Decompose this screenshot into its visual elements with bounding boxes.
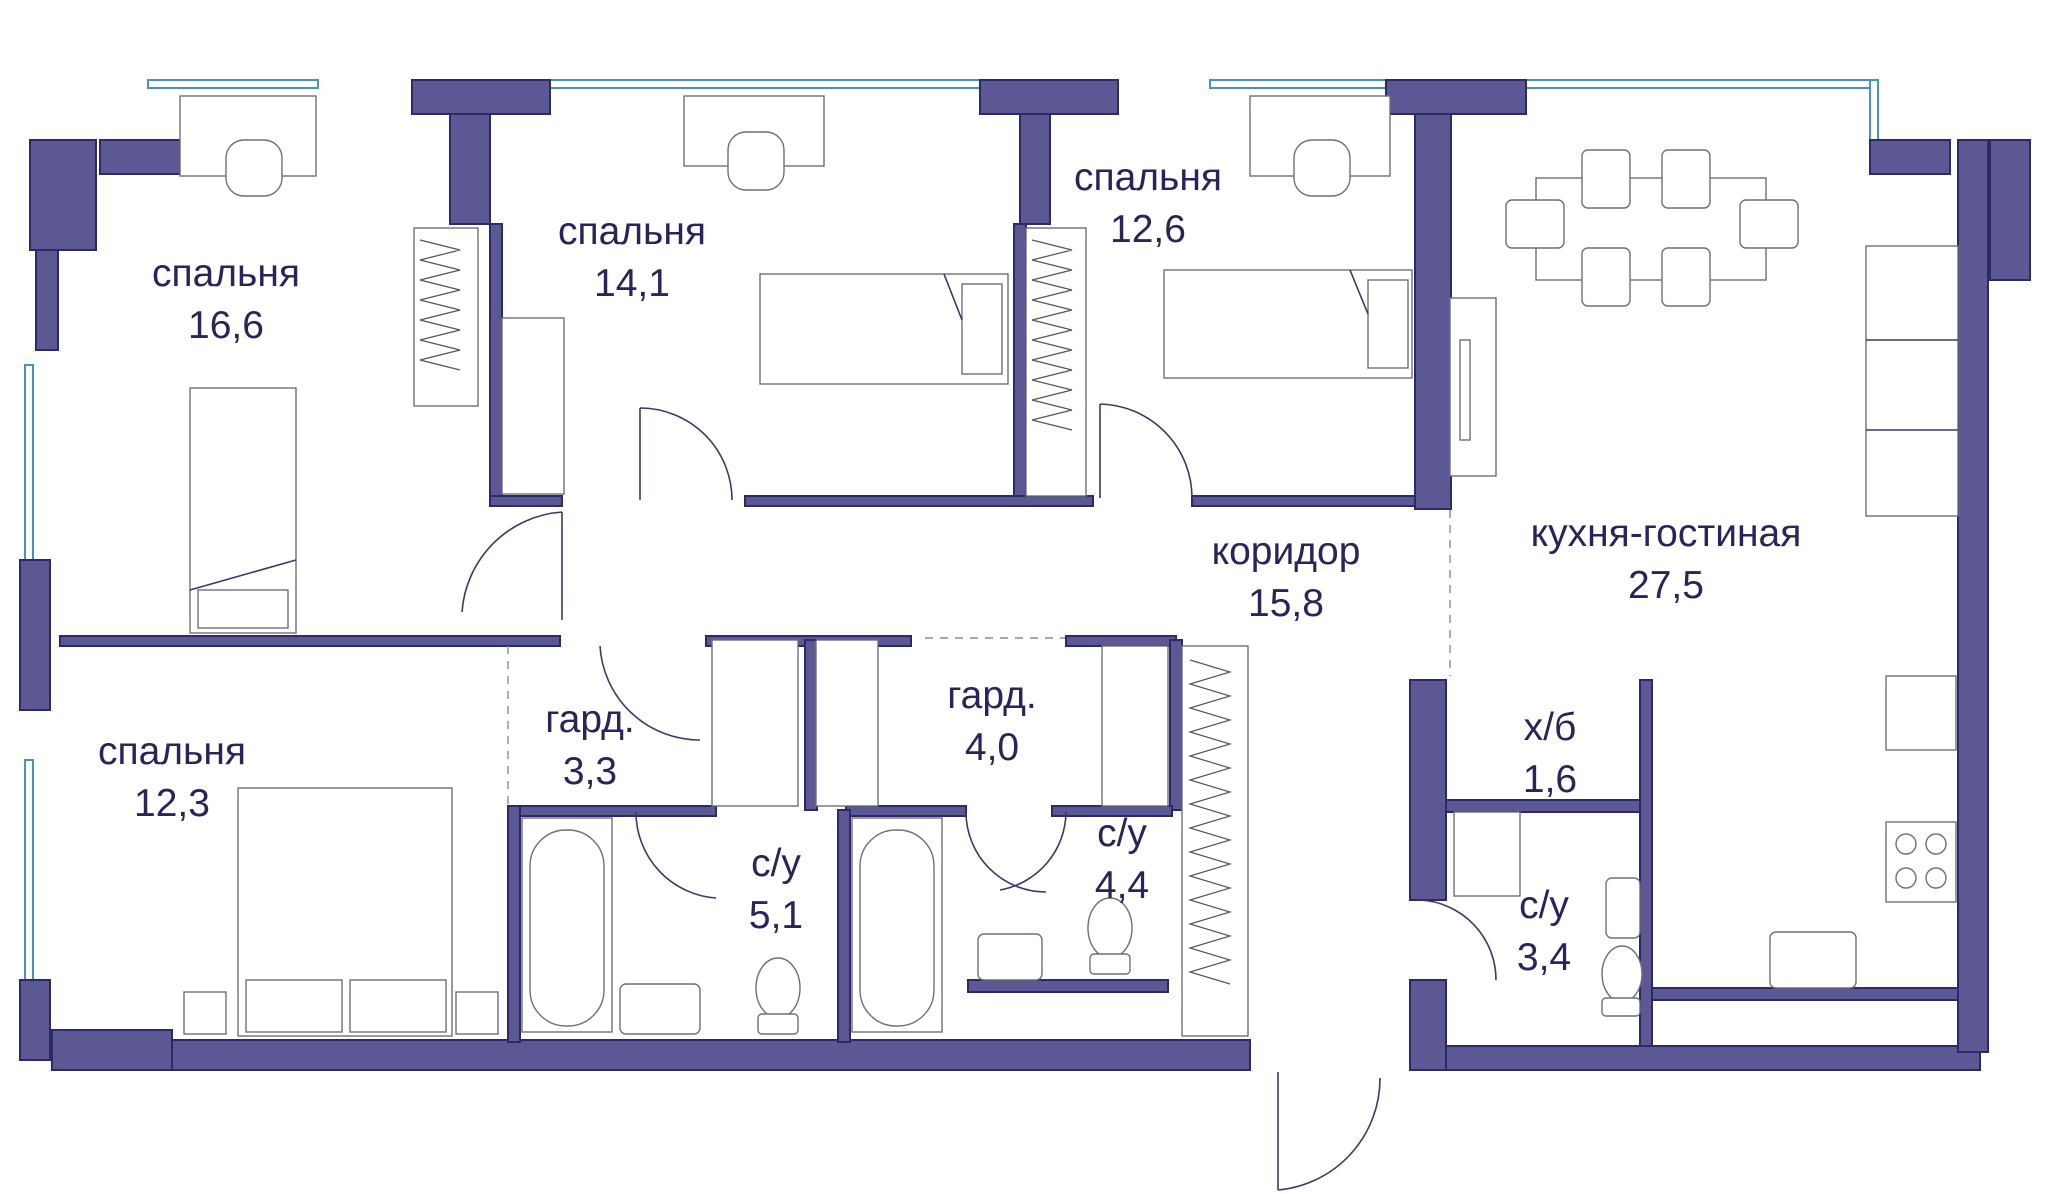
zone-separators (507, 510, 1451, 806)
room-label-wardrobe-3-3: гард. 3,3 (545, 694, 634, 798)
room-area: 12,3 (134, 782, 210, 825)
dining-table-icon (1505, 149, 1799, 307)
bathtub-icon (521, 817, 943, 1033)
room-label-corridor: коридор 15,8 (1212, 526, 1361, 630)
room-area: 3,4 (1516, 936, 1572, 979)
room-area: 12,6 (1110, 208, 1186, 251)
room-area: 15,8 (1248, 582, 1324, 625)
room-name: с/у (1519, 884, 1569, 927)
room-name: гард. (545, 698, 635, 741)
room-label-wardrobe-4-0: гард. 4,0 (947, 670, 1036, 774)
bed-icon (183, 269, 1413, 1037)
room-area: 14,1 (594, 262, 670, 305)
interior-walls (59, 113, 1959, 1071)
room-area: 1,6 (1522, 758, 1578, 801)
room-name: спальня (97, 730, 247, 773)
wardrobe-icon (413, 227, 1249, 1037)
room-area: 16,6 (188, 304, 264, 347)
door-icon (461, 403, 1497, 1191)
room-label-bathroom-3-4: с/у 3,4 (1517, 880, 1571, 984)
room-label-bathroom-5-1: с/у 5,1 (749, 838, 803, 942)
room-label-bedroom-12-6: спальня 12,6 (1074, 152, 1222, 256)
sofa-icon (1449, 245, 1959, 517)
sink-icon (619, 877, 1857, 1035)
room-name: с/у (1097, 812, 1147, 855)
room-name: спальня (151, 252, 301, 295)
room-name: спальня (1073, 156, 1223, 199)
room-area: 3,3 (562, 750, 618, 793)
stove-icon (1453, 675, 1957, 903)
room-name: с/у (751, 842, 801, 885)
room-name: кухня-гостиная (1530, 512, 1802, 555)
room-label-bedroom-12-3: спальня 12,3 (98, 726, 246, 830)
room-label-bedroom-14-1: спальня 14,1 (558, 206, 706, 310)
chair-icon (179, 95, 1391, 197)
room-name: коридор (1211, 530, 1361, 573)
room-label-bathroom-4-4: с/у 4,4 (1095, 808, 1149, 912)
room-label-bedroom-16-6: спальня 16,6 (152, 248, 300, 352)
room-label-fridge-room: х/б 1,6 (1523, 702, 1577, 806)
room-area: 5,1 (748, 894, 804, 937)
room-name: гард. (947, 674, 1037, 717)
room-area: 4,0 (964, 726, 1020, 769)
room-name: спальня (557, 210, 707, 253)
toilet-icon (755, 897, 1643, 1035)
room-area: 4,4 (1094, 864, 1150, 907)
room-name: х/б (1523, 706, 1577, 749)
room-area: 27,5 (1628, 564, 1704, 607)
room-label-kitchen-living: кухня-гостиная 27,5 (1531, 508, 1802, 612)
